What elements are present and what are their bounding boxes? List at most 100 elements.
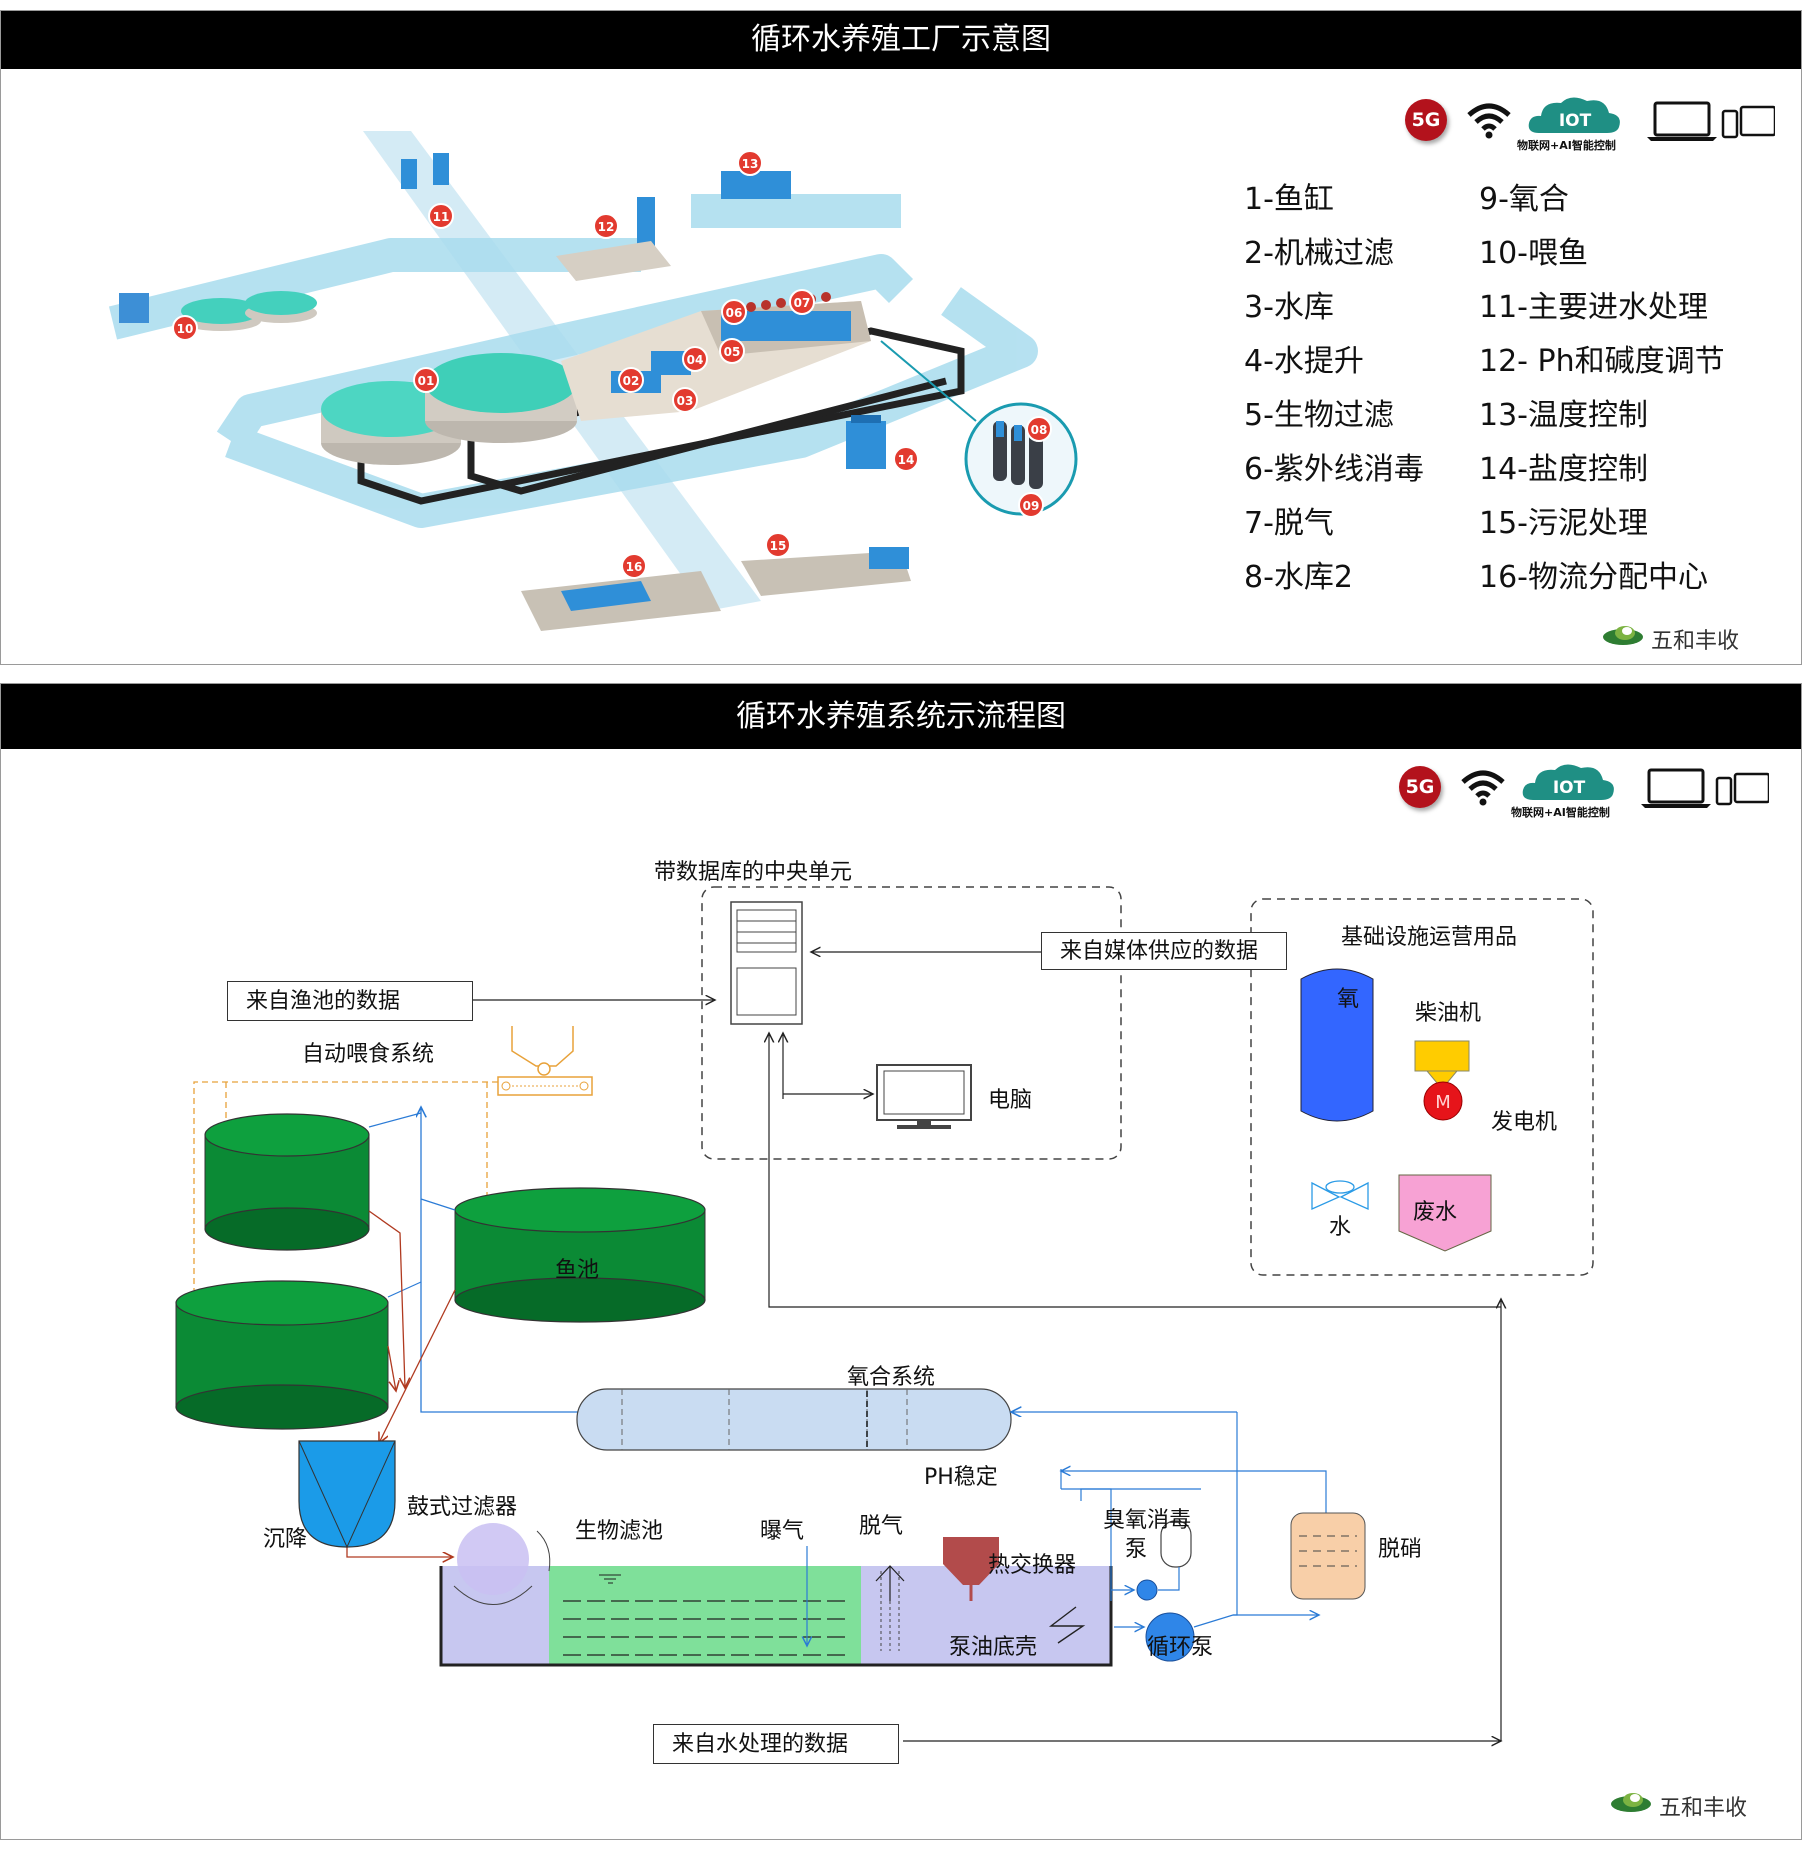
legend-item: 6-紫外线消毒: [1244, 452, 1424, 487]
legend-item: 15-污泥处理: [1479, 506, 1648, 541]
sump-label: 泵油底壳: [949, 1635, 1038, 1660]
marker-10: 10: [172, 315, 198, 341]
marker-05: 05: [719, 338, 745, 364]
legend-item: 4-水提升: [1244, 344, 1364, 379]
flow-graphics: M: [175, 886, 1594, 1839]
panel-title-bar: 循环水养殖工厂示意图: [1, 11, 1801, 69]
iot-label-2: IOT: [1553, 778, 1586, 798]
svg-text:03: 03: [677, 394, 694, 408]
brand-logo-icon-2: [1611, 1793, 1651, 1812]
brand-name-2: 五和丰收: [1659, 1796, 1748, 1821]
legend-item: 7-脱气: [1244, 506, 1334, 541]
oxygen-label: 氧: [1337, 987, 1360, 1012]
svg-text:15: 15: [770, 539, 787, 553]
svg-text:16: 16: [626, 560, 643, 574]
server-icon: [730, 901, 803, 1025]
svg-text:02: 02: [623, 374, 640, 388]
waste-water-tank: [1398, 1174, 1492, 1252]
waste-water-label: 废水: [1413, 1200, 1458, 1225]
legend-item: 1-鱼缸: [1244, 182, 1334, 217]
water-valve-icon: [1311, 1180, 1369, 1211]
svg-text:06: 06: [726, 306, 743, 320]
degas-label: 脱气: [859, 1514, 904, 1539]
central-unit-group: [701, 886, 1122, 1160]
computer-icon: [876, 1064, 972, 1129]
marker-15: 15: [765, 532, 791, 558]
water-treatment-data-box: 来自水处理的数据: [653, 1724, 899, 1764]
marker-09: 09: [1018, 492, 1044, 518]
marker-11: 11: [428, 203, 454, 229]
water-label: 水: [1329, 1215, 1352, 1240]
ph-stable-label: PH稳定: [924, 1465, 998, 1490]
svg-text:12: 12: [598, 220, 615, 234]
marker-01: 01: [413, 367, 439, 393]
panel-title-2: 循环水养殖系统示流程图: [736, 699, 1066, 734]
generator-symbol: M: [1435, 1092, 1451, 1113]
diesel-engine: [1414, 1040, 1470, 1072]
marker-12: 12: [593, 213, 619, 239]
generator-label: 发电机: [1491, 1110, 1558, 1135]
oxygen-cylinder: [1300, 968, 1374, 1122]
media-data-box: 来自媒体供应的数据: [1041, 932, 1287, 970]
legend-item: 16-物流分配中心: [1479, 560, 1708, 595]
svg-text:14: 14: [898, 453, 915, 467]
heat-exchanger-label: 热交换器: [988, 1553, 1077, 1578]
legend-item: 12- Ph和碱度调节: [1479, 344, 1725, 379]
ozone-label: 臭氧消毒: [1103, 1508, 1192, 1533]
svg-text:01: 01: [418, 374, 435, 388]
marker-07: 07: [789, 289, 815, 315]
oxygen-system-label: 氧合系统: [847, 1365, 936, 1390]
number-markers: 01 02 03 04 05 06 07 08 09 10 11 12 13 14 15 16: [172, 150, 1052, 579]
cloud-icon: IOT: [1528, 97, 1620, 133]
circulation-pump: [1145, 1612, 1195, 1662]
marker-06: 06: [721, 299, 747, 325]
legend-item: 13-温度控制: [1479, 398, 1648, 433]
ph-stabilizer: [943, 1537, 999, 1585]
legend-item: 2-机械过滤: [1244, 236, 1394, 271]
infrastructure-label: 基础设施运营用品: [1341, 925, 1518, 950]
5g-icon: 5G: [1405, 99, 1447, 141]
feeder-icon: [497, 1026, 593, 1096]
legend-item: 8-水库2: [1244, 560, 1353, 595]
flow-diagram-panel: 循环水养殖系统示流程图 5G IOT 物联网+AI智能控制: [0, 683, 1802, 1840]
ozone-unit: [1160, 1520, 1192, 1568]
auto-feed-label: 自动喂食系统: [302, 1042, 435, 1067]
svg-text:11: 11: [433, 210, 450, 224]
svg-text:13: 13: [742, 157, 759, 171]
marker-13: 13: [737, 150, 763, 176]
iot-caption-2: 物联网+AI智能控制: [1511, 806, 1610, 819]
brand-name: 五和丰收: [1651, 629, 1740, 654]
fish-pool-2: [175, 1280, 389, 1430]
infrastructure-group: [1250, 898, 1594, 1276]
devices-icon-2: [1641, 768, 1769, 808]
marker-02: 02: [618, 367, 644, 393]
drum-filter-label: 鼓式过滤器: [407, 1495, 518, 1520]
diesel-label: 柴油机: [1415, 1001, 1482, 1026]
svg-text:04: 04: [687, 353, 704, 367]
5g-icon-2: 5G: [1399, 766, 1441, 808]
wifi-icon-2: [1461, 770, 1505, 806]
bio-filter-basin: [549, 1566, 861, 1665]
aeration-label: 曝气: [760, 1519, 805, 1544]
fish-pond-label: 鱼池: [555, 1258, 600, 1283]
iot-label: IOT: [1559, 111, 1592, 131]
fish-tanks: [321, 353, 577, 465]
iot-caption: 物联网+AI智能控制: [1517, 139, 1616, 152]
svg-text:10: 10: [177, 322, 194, 336]
fish-pool-3: [454, 1187, 706, 1323]
marker-14: 14: [893, 446, 919, 472]
brand-logo-icon: [1603, 626, 1643, 645]
denitrify-label: 脱硝: [1378, 1537, 1423, 1562]
legend-item: 9-氧合: [1479, 182, 1569, 217]
svg-text:09: 09: [1023, 499, 1040, 513]
marker-16: 16: [621, 553, 647, 579]
marker-04: 04: [682, 346, 708, 372]
denitrify-tank: [1290, 1512, 1366, 1600]
bio-filter-label: 生物滤池: [575, 1519, 664, 1544]
computer-label: 电脑: [988, 1088, 1033, 1113]
marker-08: 08: [1026, 416, 1052, 442]
wifi-icon: [1467, 103, 1511, 139]
fishpond-data-box: 来自渔池的数据: [227, 981, 473, 1021]
panel-title-bar-2: 循环水养殖系统示流程图: [1, 684, 1801, 749]
pump-label: 泵: [1125, 1537, 1148, 1562]
